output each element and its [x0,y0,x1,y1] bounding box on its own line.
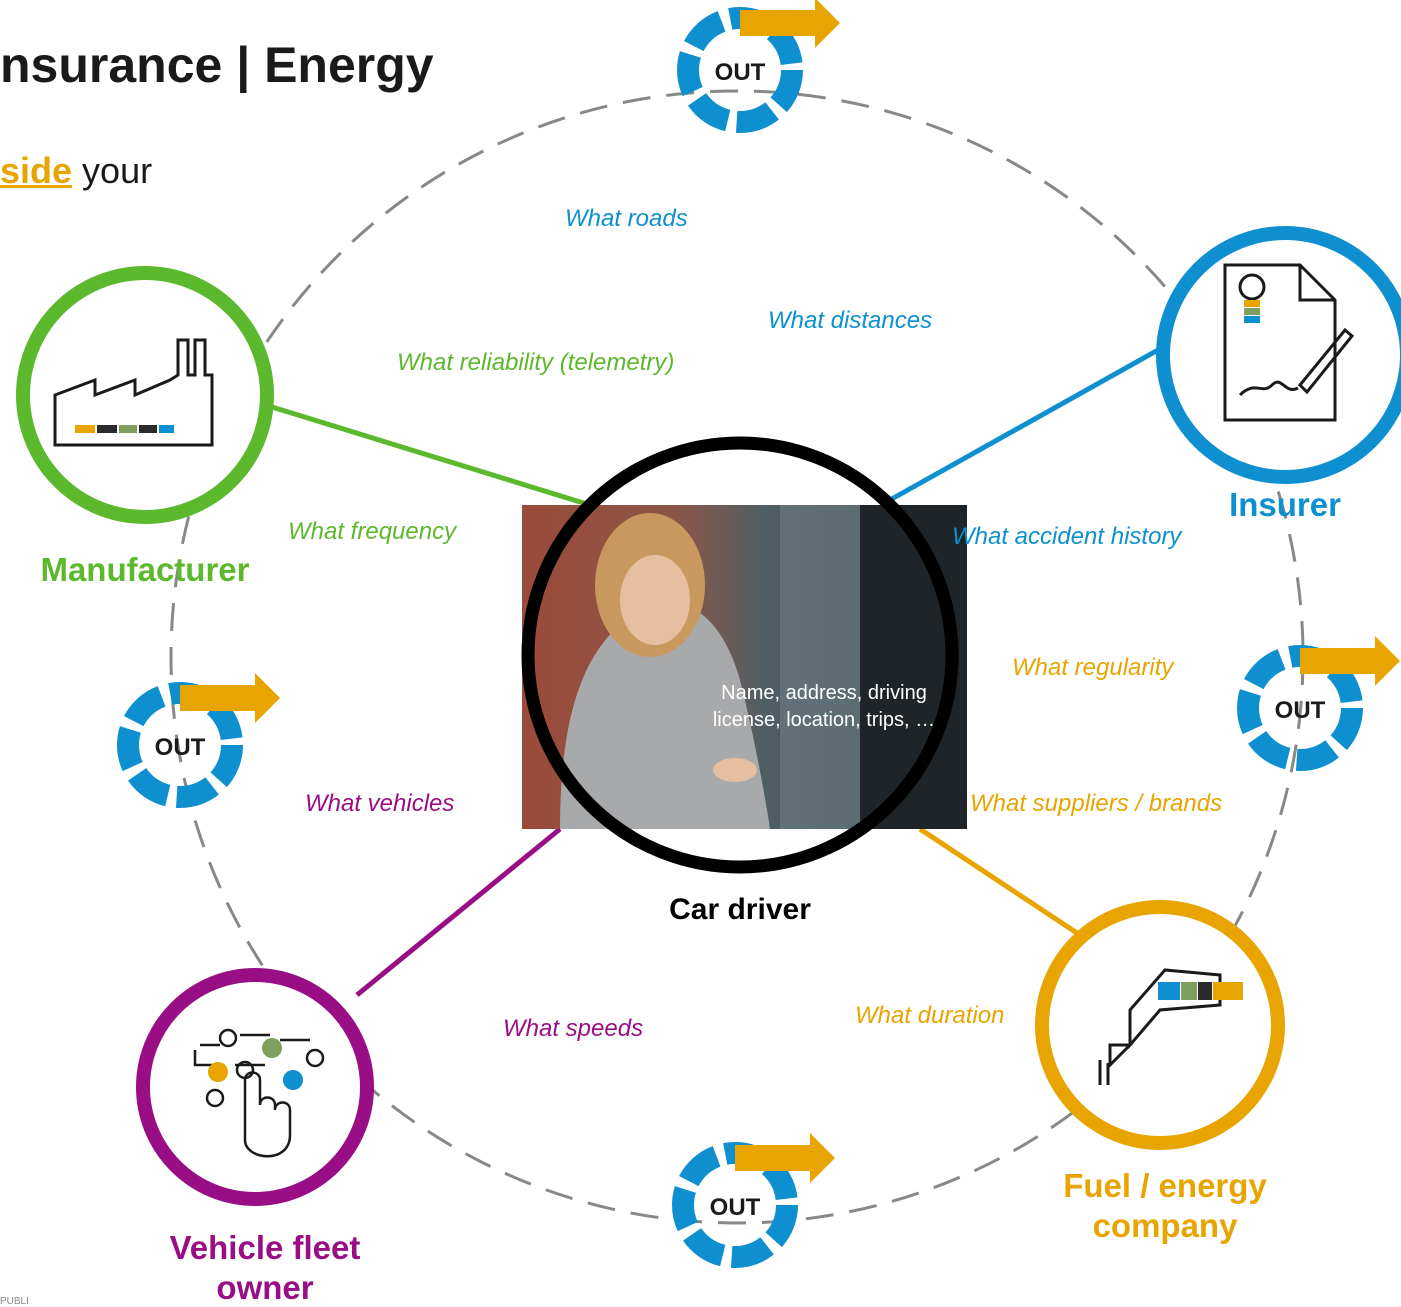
question-reliability: What reliability (telemetry) [397,349,675,376]
role-fuel: Fuel / energy company [1063,1167,1267,1244]
out-badge-right: OUT [1237,636,1400,771]
out-badge-left: OUT [117,673,280,808]
out-badge-bottom: OUT [672,1133,835,1268]
role-insurer: Insurer [1229,486,1341,523]
out-label: OUT [710,1194,761,1221]
driver-photo [522,505,967,829]
driver-ring [521,436,959,874]
out-label: OUT [155,734,206,761]
question-distances: What distances [768,307,933,334]
question-duration: What duration [855,1002,1005,1029]
contract-icon [1223,263,1355,422]
question-frequency: What frequency [288,518,457,545]
role-fleet: Vehicle fleet owner [169,1229,361,1306]
question-speeds: What speeds [503,1015,644,1042]
connector-fuel [918,826,1082,938]
factory-icon [53,338,214,447]
connector-manufacturer [271,404,591,508]
network-touch-icon [193,1028,325,1158]
subtitle-rest: your [72,150,153,191]
fuel-node [1035,900,1285,1150]
insurer-node [1156,226,1401,484]
question-regularity: What regularity [1012,654,1174,681]
manufacturer-node [16,266,274,524]
subtitle-highlight: side [0,150,73,191]
question-roads: What roads [565,205,688,232]
driver-info: Name, address, driving license, location… [712,682,936,731]
connector-fleet [355,827,562,997]
page-subtitle: side your [0,150,152,192]
question-suppliers: What suppliers / brands [970,790,1223,817]
role-manufacturer: Manufacturer [40,551,250,588]
charger-plug-icon [1098,968,1222,1085]
fleet-node [136,968,374,1206]
driver-label: Car driver [669,893,811,926]
out-label: OUT [1275,697,1326,724]
page-title: nsurance | Energy [0,37,434,93]
connector-insurer [888,347,1160,503]
footnote: PUBLI [0,1296,29,1307]
out-label: OUT [715,59,766,86]
question-accident: What accident history [952,523,1182,550]
question-vehicles: What vehicles [305,790,455,817]
out-badge-top: OUT [677,0,840,133]
